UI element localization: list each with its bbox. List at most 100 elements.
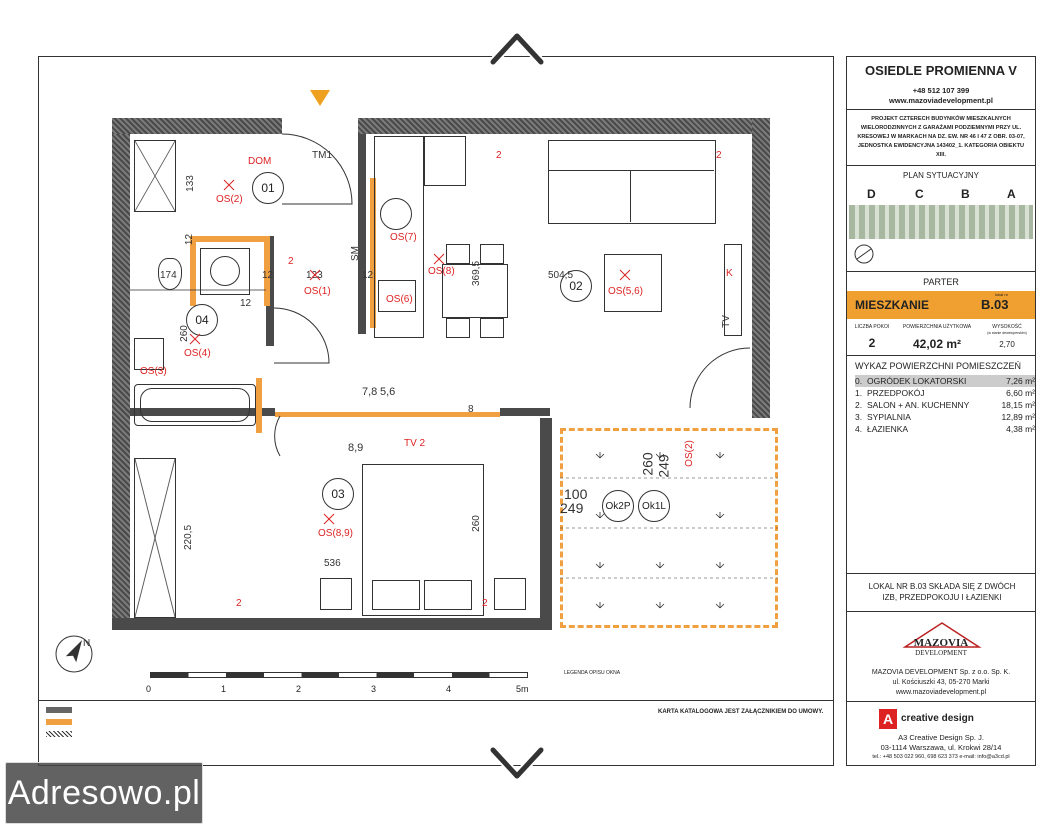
apartment-number: B.03 <box>981 297 1009 312</box>
mazovia-logo-icon <box>902 622 982 648</box>
catalog-note: KARTA KATALOGOWA JEST ZAŁĄCZNIKIEM DO UM… <box>658 709 824 715</box>
entrance-arrow-icon <box>310 90 330 106</box>
label-os8: OS(8) <box>428 266 455 277</box>
label-os89: OS(8,9) <box>318 528 354 539</box>
developer-name: MAZOVIA DEVELOPMENT Sp. z o.o. Sp. K. <box>871 669 1011 676</box>
label-os4: OS(4) <box>184 348 211 359</box>
apartment-number-label: lokal nr <box>995 292 1008 297</box>
dim-249b: 249 <box>560 500 584 516</box>
dim-12d: 12 <box>240 298 252 309</box>
wardrobe-bedroom <box>134 458 176 618</box>
room-number-01: 01 <box>252 172 284 204</box>
garden-arrows <box>595 452 725 609</box>
wall-top-left <box>112 118 282 134</box>
label-2e: 2 <box>288 256 294 267</box>
developer-website: www.mazoviadevelopment.pl <box>895 689 987 696</box>
dim-56: 5,6 <box>380 386 396 398</box>
rooms-count-label: LICZBA POKOI <box>854 324 890 330</box>
designer-address: 03-1114 Warszawa, ul. Krokwi 28/14 <box>880 743 1002 752</box>
wall-partition-v <box>358 134 366 334</box>
a3-logo-mark: A <box>879 709 897 729</box>
coffee-table <box>604 254 662 312</box>
cooktop <box>424 136 466 186</box>
adresowo-watermark: Adresowo.pl <box>5 762 203 824</box>
kitchen-counter <box>374 136 424 338</box>
chevron-down-icon[interactable] <box>487 744 547 784</box>
developer-logo-bottom: DEVELOPMENT <box>915 649 967 657</box>
apartment-label: MIESZKANIE <box>855 298 930 312</box>
a3-logo-text: creative design <box>901 713 974 724</box>
wall-bottom <box>112 618 552 630</box>
label-2c: 2 <box>236 598 242 609</box>
washer <box>200 248 250 295</box>
project-phone: +48 512 107 399 <box>912 86 970 95</box>
area-value: 42,02 m² <box>912 337 962 351</box>
dim-89: 8,9 <box>348 442 364 454</box>
door-swings <box>130 133 778 579</box>
label-k: K <box>726 268 733 279</box>
developer-logo-top: MAZOVIA <box>913 637 969 649</box>
bed <box>362 464 484 616</box>
scale-5: 5m <box>516 684 529 694</box>
room-number-02: 02 <box>560 270 592 302</box>
site-plan-map <box>849 205 1033 239</box>
tv-cabinet <box>724 244 742 336</box>
wall-partition-h2 <box>500 408 550 416</box>
designer-name: A3 Creative Design Sp. J. <box>898 733 984 742</box>
dim-12c: 12 <box>362 270 374 281</box>
dim-536: 536 <box>324 558 341 569</box>
label-tm1: TM1 <box>312 150 332 161</box>
wall-partition-h <box>130 408 275 416</box>
toilet <box>158 258 182 290</box>
apartment-header: MIESZKANIE lokal nr B.03 <box>847 291 1035 319</box>
height-note: (w stanie deweloperskim) <box>987 331 1027 335</box>
label-os6: OS(6) <box>386 294 413 305</box>
window-ok1l: Ok1L <box>638 490 670 522</box>
room-number-04: 04 <box>186 304 218 336</box>
project-description: PROJEKT CZTERECH BUDYNKÓW MIESZKALNYCH W… <box>857 116 1025 158</box>
label-os3: OS(3) <box>140 366 167 377</box>
building-b: B <box>961 187 970 201</box>
site-plan-label: PLAN SYTUACYJNY <box>902 171 980 180</box>
wardrobe-hall <box>134 140 176 212</box>
building-c: C <box>915 187 924 201</box>
floor-plan: 01 02 03 04 133 174 123 12 12 12 12 260 … <box>40 58 832 698</box>
watermark-text: Adresowo.pl <box>7 773 201 812</box>
rooms-list-title: WYKAZ POWIERZCHNI POMIESZCZEŃ <box>855 361 1022 371</box>
window-legend-title: LEGENDA OPISU OKNA <box>564 670 621 676</box>
project-website: www.mazoviadevelopment.pl <box>889 96 993 105</box>
info-panel: OSIEDLE PROMIENNA V +48 512 107 399 www.… <box>846 56 1036 766</box>
label-os1: OS(1) <box>304 286 331 297</box>
dim-174: 174 <box>160 270 177 281</box>
project-title: OSIEDLE PROMIENNA V <box>865 63 1017 78</box>
floor-label: PARTER <box>923 277 959 287</box>
chevron-up-icon[interactable] <box>487 28 547 68</box>
label-2b: 2 <box>716 150 722 161</box>
label-2d: 2 <box>482 598 488 609</box>
svg-text:N: N <box>83 638 90 649</box>
area-label: POWIERZCHNIA UŻYTKOWA <box>902 324 972 330</box>
scale-bar <box>150 672 528 678</box>
developer-address: ul. Kościuszki 43, 05-270 Marki <box>892 679 990 686</box>
window-ok2p: Ok2P <box>602 490 634 522</box>
a3-logo: A creative design <box>879 709 1009 729</box>
north-arrow-icon: N <box>55 635 93 673</box>
sofa <box>548 140 716 224</box>
dim-78: 7,8 <box>362 386 378 398</box>
dim-8: 8 <box>468 404 474 415</box>
wall-mid-right <box>540 418 552 630</box>
wall-bath-v <box>266 236 274 346</box>
label-os7: OS(7) <box>390 232 417 243</box>
sink <box>134 338 164 370</box>
building-a: A <box>1007 187 1016 201</box>
height-value: 2,70 <box>999 340 1015 349</box>
dining-table <box>442 264 508 318</box>
floorplan-frame <box>38 56 834 766</box>
bathtub <box>134 384 256 426</box>
